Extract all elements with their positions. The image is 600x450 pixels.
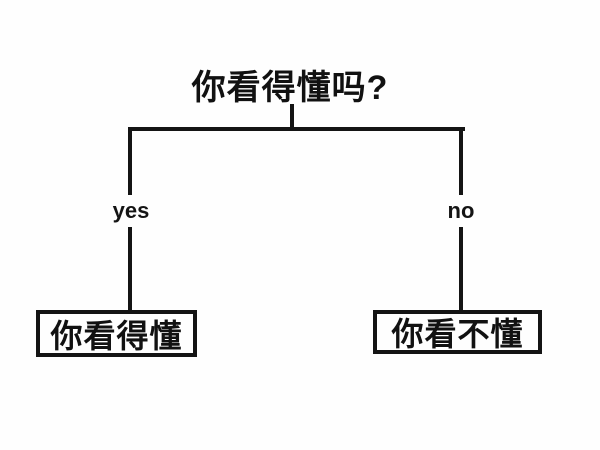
branch-label-no: no bbox=[441, 195, 481, 227]
connector-horizontal-bar bbox=[128, 127, 465, 131]
connector-stem-vertical bbox=[290, 104, 294, 131]
branch-label-yes: yes bbox=[106, 195, 156, 227]
outcome-box-not-understand: 你看不懂 bbox=[373, 310, 542, 354]
outcome-box-understand-label: 你看得懂 bbox=[50, 317, 183, 354]
outcome-box-understand: 你看得懂 bbox=[36, 310, 197, 357]
outcome-box-not-understand-label: 你看不懂 bbox=[391, 316, 524, 352]
root-question: 你看得懂吗? bbox=[191, 69, 389, 107]
